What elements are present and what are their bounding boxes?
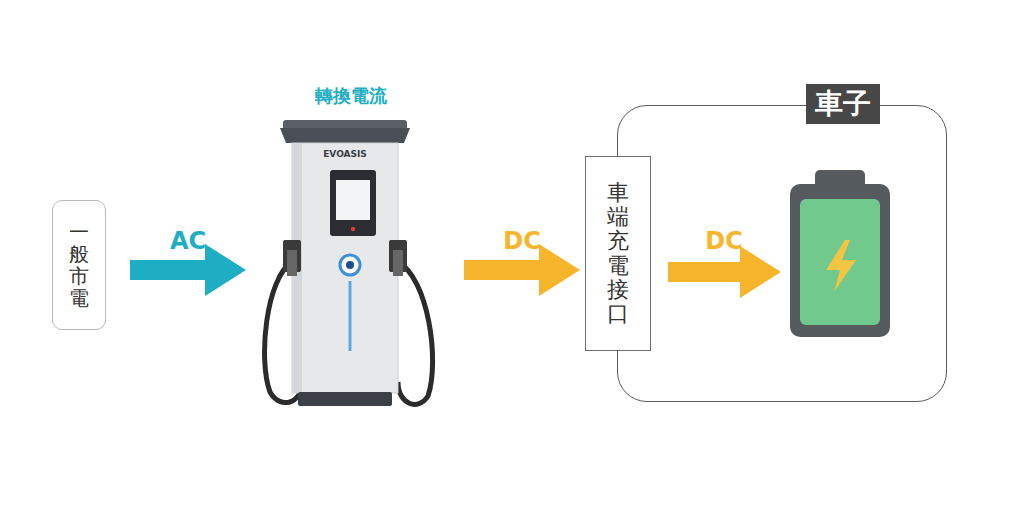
vertical-label: 車端充電接口: [607, 181, 629, 326]
car-region: 車子車端充電接口: [617, 105, 947, 402]
charger-button-ring: [340, 255, 360, 275]
charger-display: [336, 180, 370, 220]
charger-button: [346, 261, 354, 269]
region-title: 車子: [806, 84, 880, 124]
edge-label: DC: [503, 228, 541, 254]
battery-charge: [800, 199, 880, 325]
vertical-label: 一般市電: [69, 221, 89, 309]
label-box: 一般市電: [52, 200, 106, 330]
charger-led: [351, 227, 355, 231]
cable-right: [398, 262, 433, 404]
charger-title: 轉換電流: [262, 85, 440, 107]
brand-name: EVOASIS: [305, 150, 385, 160]
signal-label: DC: [705, 228, 743, 254]
charger-unit: 轉換電流 EVOASIS: [262, 85, 440, 410]
label-box: 車端充電接口: [585, 156, 651, 351]
plug-right: [393, 250, 403, 276]
charger-body: [292, 143, 398, 393]
plug-left: [287, 250, 297, 276]
charger-illustration: [262, 85, 440, 410]
charger-group: [265, 120, 433, 406]
charger-base: [298, 392, 392, 406]
lightning-bolt: [826, 240, 856, 292]
charger-screen: [330, 170, 376, 236]
charger-cap: [280, 128, 410, 143]
charger-light-strip: [349, 281, 352, 351]
battery-body: [790, 184, 890, 337]
edge-label: AC: [170, 228, 206, 254]
